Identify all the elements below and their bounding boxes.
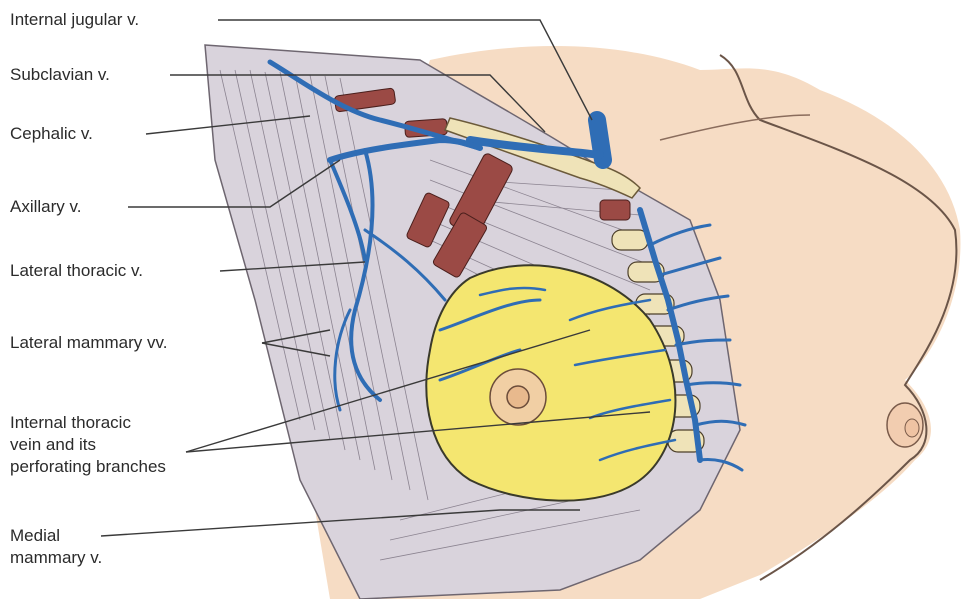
label-lateral-thoracic-vein: Lateral thoracic v. (10, 260, 143, 282)
label-medial-mammary-vein: Medial mammary v. (10, 525, 102, 569)
label-axillary-vein: Axillary v. (10, 196, 81, 218)
label-internal-jugular-vein: Internal jugular v. (10, 9, 139, 31)
label-subclavian-vein: Subclavian v. (10, 64, 110, 86)
nipple (507, 386, 529, 408)
label-lateral-mammary-veins: Lateral mammary vv. (10, 332, 167, 354)
profile-nipple-tip (905, 419, 919, 437)
label-cephalic-vein: Cephalic v. (10, 123, 93, 145)
label-internal-thoracic-vein: Internal thoracic vein and its perforati… (10, 412, 166, 478)
